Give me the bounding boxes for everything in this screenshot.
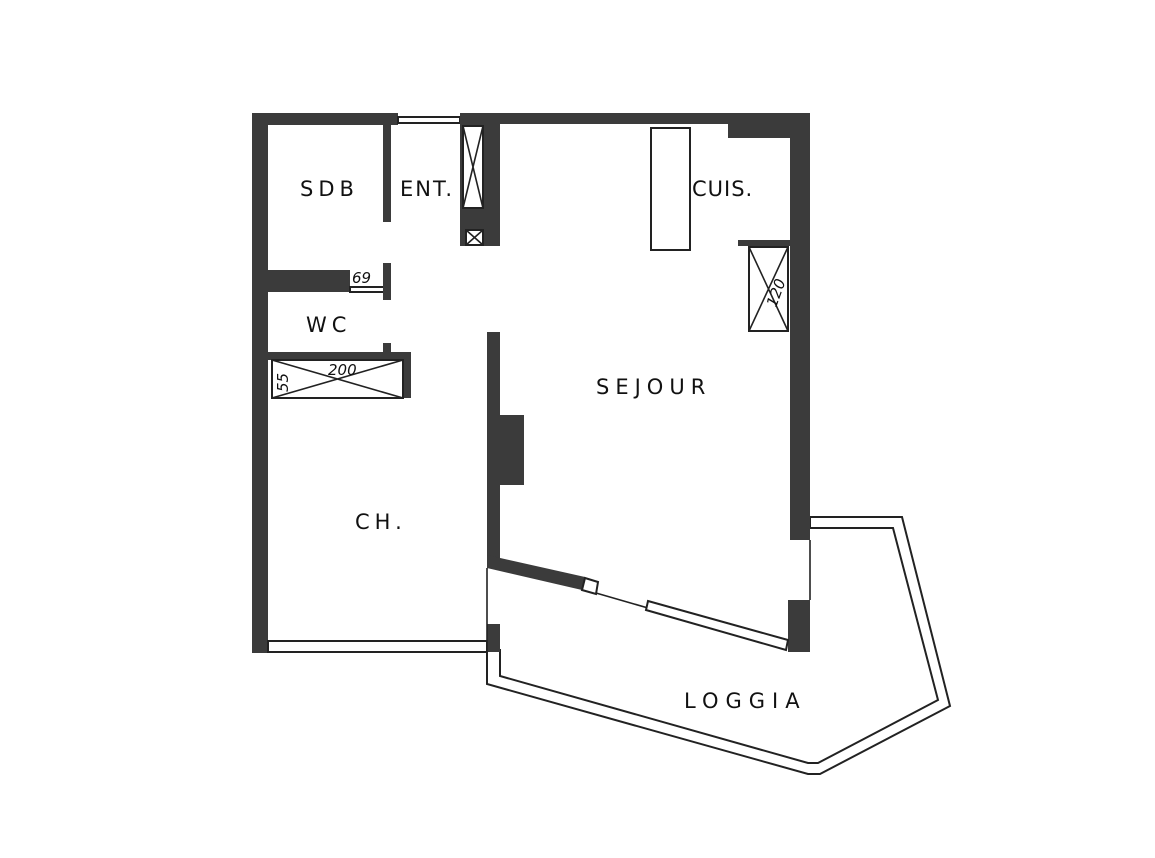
window-ch: [267, 640, 488, 653]
room-label-sdb: SDB: [300, 177, 359, 201]
room-label-sejour: SEJOUR: [596, 375, 711, 399]
wc-door-line: [349, 286, 386, 293]
wall-top-left: [252, 113, 398, 125]
dim-wc-door: 69: [352, 269, 371, 287]
chimney: [500, 415, 524, 485]
wall-wc-top: [268, 270, 350, 292]
wall-corner: [728, 113, 790, 138]
loggia-railing: [486, 516, 952, 775]
kitchen-counter: [650, 127, 691, 251]
wall-diagonal: [487, 555, 585, 590]
wall-right-lower: [788, 600, 810, 652]
room-label-cuis: CUIS.: [692, 177, 753, 201]
entry-door: [397, 116, 461, 124]
room-label-wc: WC: [306, 313, 351, 337]
wall-wc-stub: [383, 343, 391, 355]
wall-right: [790, 113, 810, 540]
room-label-ent: ENT.: [400, 177, 454, 201]
dim-wardrobe-length: 200: [328, 361, 357, 379]
window-sejour: [644, 599, 790, 652]
dim-wardrobe-depth: 55: [274, 373, 292, 392]
wall-top: [460, 113, 810, 124]
wall-partition: [487, 332, 500, 568]
wall-sdb-ent: [383, 125, 391, 222]
room-label-loggia: LOGGIA: [684, 689, 807, 713]
wall-wc-side: [383, 263, 391, 300]
room-label-ch: CH.: [355, 510, 407, 534]
wall-left: [252, 113, 268, 653]
